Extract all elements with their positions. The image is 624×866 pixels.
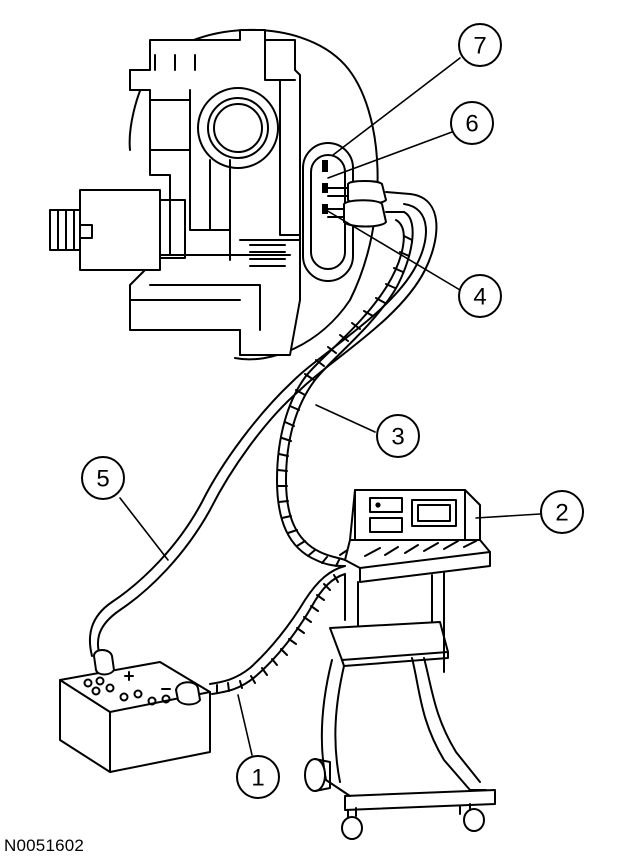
callout-2-badge	[540, 490, 584, 534]
solenoid-housing	[49, 189, 186, 271]
callout-circles	[81, 23, 584, 799]
negative-battery-clamp-cable	[209, 565, 346, 695]
callout-leaders	[119, 57, 541, 756]
upper-connector-terminal	[322, 160, 328, 172]
callout-6-number: 6	[465, 111, 478, 138]
callout-5-number: 5	[96, 466, 109, 493]
callout-7-badge	[458, 23, 502, 67]
callout-1-number: 1	[251, 765, 264, 792]
connector-plug	[302, 142, 411, 282]
battery	[59, 649, 211, 773]
lower-connector-terminal	[322, 204, 328, 214]
figure-id-label: N0051602	[4, 836, 85, 855]
callout-4-badge	[458, 274, 502, 318]
coiled-test-lead	[276, 211, 414, 567]
callout-4-number: 4	[473, 284, 486, 311]
callout-1-badge	[236, 755, 280, 799]
callout-7-number: 7	[473, 33, 486, 60]
positive-battery-clamp-cable	[88, 193, 438, 657]
callout-3-badge	[376, 414, 420, 458]
charger-tester-unit	[304, 489, 496, 840]
callout-6-badge	[450, 101, 494, 145]
callout-5-badge	[81, 456, 125, 500]
callout-3-number: 3	[391, 424, 404, 451]
component-assembly	[128, 29, 379, 361]
middle-connector-terminal	[322, 183, 328, 193]
callout-2-number: 2	[555, 500, 568, 527]
